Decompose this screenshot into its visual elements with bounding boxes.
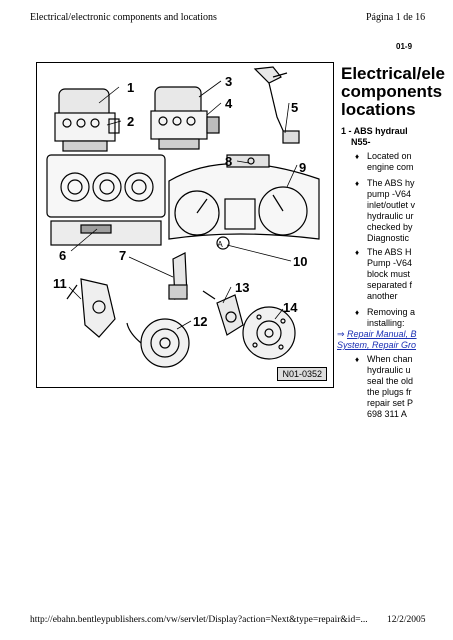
callout-4: 4 [225, 96, 233, 111]
bullet-5-line: the plugs fr [367, 387, 412, 397]
bullet-3-line: Pump -V64 [367, 258, 413, 268]
callout-14: 14 [283, 300, 298, 315]
wheel-speed-sensor-bracket-drawing [168, 252, 188, 300]
bullet-2-line: Diagnostic [367, 233, 410, 243]
bullet-1-line: Located on [367, 151, 412, 161]
item-1-heading-line-1: 1 - ABS hydraul [341, 126, 408, 136]
bullet-2-line: inlet/outlet v [367, 200, 416, 210]
bullet-2-line: hydraulic ur [367, 211, 414, 221]
item-1-heading: 1 - ABS hydraul N55- [341, 126, 453, 148]
bullet-5-line: seal the old [367, 376, 414, 386]
callout-9: 9 [299, 160, 307, 175]
callout-11: 11 [53, 276, 67, 291]
bullet-4-text: Removing a installing: [367, 307, 453, 329]
bullet-icon: ♦ [355, 355, 360, 364]
wheel-hub-drawing [242, 306, 296, 360]
climate-control-panel-drawing [46, 154, 166, 246]
component-locations-figure: A 1 2 3 4 5 6 7 8 9 10 11 12 13 14 N01-0… [36, 62, 334, 388]
header-page-number: Página 1 de 16 [366, 12, 426, 23]
title-line-1: Electrical/ele [341, 65, 445, 83]
title-line-2: components [341, 82, 443, 101]
callout-7: 7 [119, 248, 127, 263]
footer-url: http://ebahn.bentleypublishers.com/vw/se… [30, 615, 368, 625]
bullet-5-line: repair set P [367, 398, 414, 408]
callout-6: 6 [59, 248, 67, 263]
page-title: Electrical/ele components locations [341, 65, 453, 119]
repair-manual-link-line-2[interactable]: System, Repair Gro [337, 340, 417, 350]
figure-code: N01-0352 [277, 367, 327, 381]
callout-12: 12 [193, 314, 208, 329]
callout-3: 3 [225, 74, 233, 89]
brake-pedal-drawing [253, 66, 300, 144]
bullet-3-line: block must [367, 269, 411, 279]
repair-manual-link-cont[interactable]: System, Repair Gro [337, 340, 453, 351]
bullet-3-text: The ABS H Pump -V64 block must separated… [367, 247, 453, 302]
callout-10: 10 [293, 254, 308, 269]
abs-control-module-drawing [150, 86, 220, 150]
bullet-icon: ♦ [355, 248, 360, 257]
callout-5: 5 [291, 100, 299, 115]
steering-knuckle-drawing [66, 278, 116, 338]
component-illustration: A [46, 66, 320, 368]
repair-manual-link-line-1[interactable]: Repair Manual, B [347, 329, 417, 339]
bullet-5-line: 698 311 A [367, 409, 407, 419]
bullet-2-text: The ABS hy pump -V64 inlet/outlet v hydr… [367, 178, 453, 244]
link-arrow-icon: ⇒ [337, 329, 345, 339]
bullet-2-line: checked by [367, 222, 413, 232]
callout-1: 1 [127, 80, 135, 95]
abs-ring-hub-drawing [126, 318, 190, 368]
bullet-3-line: separated f [367, 280, 413, 290]
bullet-3-line: The ABS H [367, 247, 412, 257]
bullet-icon: ♦ [355, 179, 360, 188]
callout-8: 8 [225, 154, 233, 169]
bullet-5-line: When chan [367, 354, 413, 364]
bullet-4-line: installing: [367, 318, 405, 328]
callout-13: 13 [235, 280, 250, 295]
bullet-5-line: hydraulic u [367, 365, 411, 375]
abs-hydraulic-unit-drawing [54, 88, 120, 152]
bullet-2-line: The ABS hy [367, 178, 415, 188]
warning-symbol-letter: A [217, 240, 223, 249]
bullet-icon: ♦ [355, 308, 360, 317]
bullet-1-line: engine com [367, 162, 414, 172]
bullet-5-text: When chan hydraulic u seal the old the p… [367, 354, 453, 420]
footer-date: 12/2/2005 [387, 615, 426, 625]
section-code: 01-9 [396, 42, 413, 51]
title-line-3: locations [341, 100, 416, 119]
header-document-title: Electrical/electronic components and loc… [30, 12, 217, 23]
rear-knuckle-drawing [202, 290, 244, 336]
repair-manual-link[interactable]: Repair Manual, B [347, 329, 453, 340]
callout-2: 2 [127, 114, 135, 129]
item-1-heading-line-2: N55- [351, 137, 371, 147]
instrument-cluster-drawing [168, 154, 320, 250]
bullet-4-line: Removing a [367, 307, 416, 317]
bullet-icon: ♦ [355, 152, 360, 161]
bullet-3-line: another [367, 291, 398, 301]
bullet-2-line: pump -V64 [367, 189, 412, 199]
bullet-1-text: Located on engine com [367, 151, 453, 173]
